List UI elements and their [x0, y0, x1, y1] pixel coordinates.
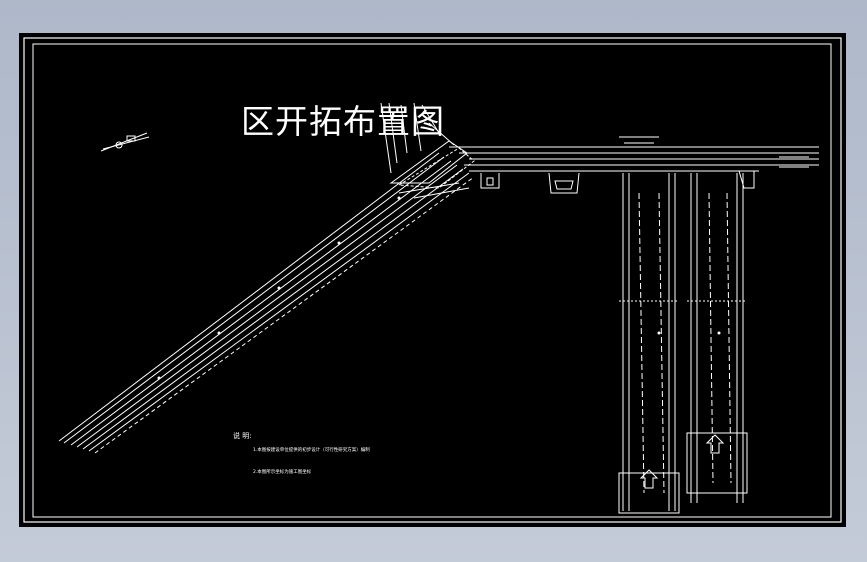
chambers [480, 170, 755, 194]
note-1: 1.本图按建设单位提供的初步设计（可行性研究方案）编制 [253, 446, 370, 453]
notes-heading: 说 明: [233, 431, 252, 440]
main-roadways [449, 136, 819, 172]
note-2: 2.本图所示坐标为施工图坐标 [253, 468, 312, 475]
inclined-drift [58, 152, 475, 454]
cad-drawing: 说 明: 1.本图按建设单位提供的初步设计（可行性研究方案）编制 2.本图所示坐… [23, 37, 842, 523]
shaft-entry [380, 102, 455, 174]
drawing-sheet: 说 明: 1.本图按建设单位提供的初步设计（可行性研究方案）编制 2.本图所示坐… [19, 33, 846, 527]
arrow-up-icon-2 [705, 434, 725, 454]
outer-frame [23, 37, 842, 523]
panel-right [686, 173, 748, 503]
panel-left [618, 173, 680, 514]
legend-lines [779, 146, 809, 168]
north-arrow-icon [100, 132, 150, 152]
drawing-title: 区开拓布置图 [241, 102, 445, 141]
arrow-up-icon [639, 469, 659, 489]
inner-frame [32, 43, 832, 518]
